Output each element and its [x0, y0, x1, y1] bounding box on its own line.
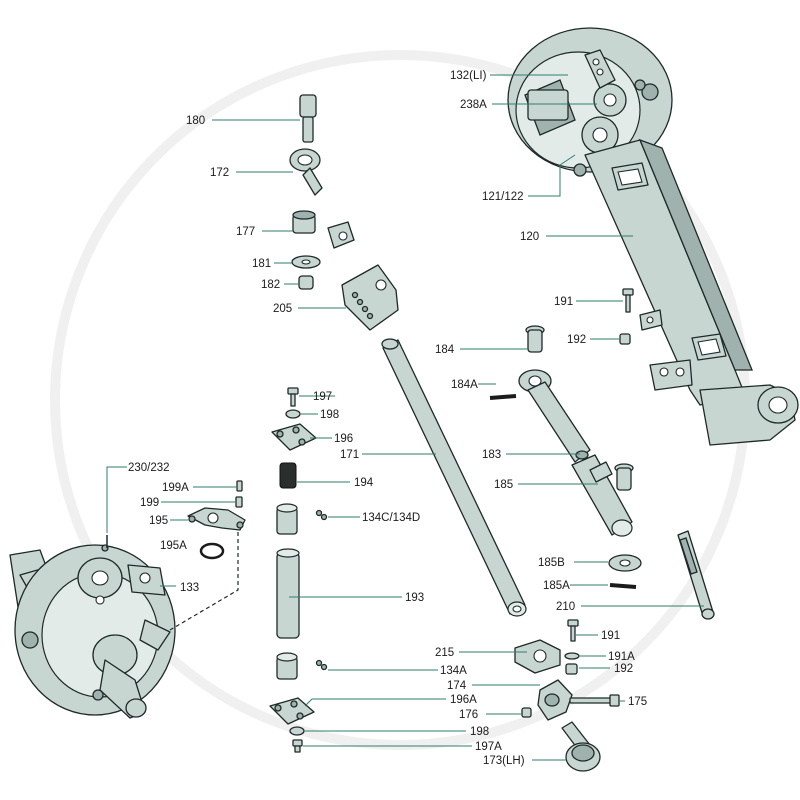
rubber-194 — [279, 462, 297, 489]
clamp-215 — [514, 639, 561, 674]
washer-198-top — [285, 409, 301, 419]
clamp-plate-196a — [269, 697, 315, 725]
bolt-197 — [287, 387, 299, 407]
hub-assembly-133 — [9, 535, 176, 719]
bolt-191-top — [622, 288, 634, 313]
label-121-122: 121/122 — [482, 191, 524, 203]
rod-210 — [677, 530, 715, 620]
label-185: 185 — [494, 479, 513, 491]
label-134c-134d: 134C/134D — [362, 512, 420, 524]
cylinder-185 — [571, 454, 633, 537]
label-184a: 184A — [451, 379, 478, 391]
clamp-205 — [341, 264, 399, 331]
label-194: 194 — [354, 477, 374, 489]
cylinder-183 — [518, 369, 591, 463]
washer-185b — [608, 554, 642, 572]
bushing-134c — [276, 503, 328, 535]
label-198-bottom: 198 — [470, 726, 489, 738]
label-192-bottom: 192 — [614, 663, 633, 675]
label-174: 174 — [447, 680, 467, 692]
brake-drum-assembly-132 — [507, 27, 673, 177]
tie-rod-end-172 — [289, 148, 323, 196]
bolt-191-bottom — [567, 619, 579, 642]
part-labels: 180 172 177 181 182 205 132(LI) 238A 121… — [128, 70, 647, 767]
label-184: 184 — [435, 344, 455, 356]
label-199a: 199A — [162, 482, 189, 494]
label-191a: 191A — [608, 651, 635, 663]
label-193: 193 — [405, 592, 424, 604]
pin-185 — [614, 463, 634, 491]
o-ring-195a — [199, 542, 225, 560]
label-183: 183 — [482, 449, 501, 461]
label-192-top: 192 — [567, 334, 586, 346]
fitting-199 — [235, 496, 243, 508]
label-172: 172 — [210, 167, 229, 179]
label-185b: 185B — [538, 557, 565, 569]
label-238a: 238A — [460, 99, 487, 111]
label-210: 210 — [556, 601, 575, 613]
label-195a: 195A — [160, 540, 187, 552]
dashed-connector — [169, 525, 239, 631]
label-199: 199 — [140, 497, 159, 509]
label-177: 177 — [236, 226, 255, 238]
sleeve-193 — [276, 548, 300, 639]
nut-176 — [521, 707, 532, 718]
bolt-197a — [292, 739, 303, 753]
label-132li: 132(LI) — [450, 70, 487, 82]
label-134a: 134A — [440, 665, 467, 677]
label-181: 181 — [252, 258, 271, 270]
leader-lines — [106, 74, 704, 761]
clamp-174 — [537, 679, 573, 721]
label-182: 182 — [261, 279, 280, 291]
nut-182 — [298, 275, 314, 290]
label-133: 133 — [180, 582, 199, 594]
label-197: 197 — [313, 391, 332, 403]
label-191-top: 191 — [554, 296, 573, 308]
spring-pin-185a — [609, 583, 637, 589]
washer-191a — [564, 652, 580, 660]
washer-181 — [291, 255, 321, 269]
label-171: 171 — [340, 449, 359, 461]
label-197a: 197A — [475, 741, 502, 753]
label-198-top: 198 — [320, 409, 339, 421]
clamp-plate-196 — [271, 423, 317, 451]
label-230-232: 230/232 — [128, 462, 170, 474]
washer-198-bottom — [289, 726, 305, 736]
label-175: 175 — [628, 696, 647, 708]
nut-192-bottom — [565, 663, 578, 675]
label-196: 196 — [334, 433, 353, 445]
bushing-134a — [276, 652, 328, 680]
bushing-177 — [292, 210, 355, 249]
label-173lh: 173(LH) — [483, 755, 525, 767]
axle-beam-120 — [584, 138, 799, 446]
label-191-bottom: 191 — [601, 630, 620, 642]
pin-180 — [299, 94, 317, 143]
tie-rod-end-173 — [561, 721, 601, 772]
grease-nipple-199a — [236, 480, 243, 492]
nut-192-top — [619, 333, 631, 345]
label-180: 180 — [186, 115, 205, 127]
label-196a: 196A — [450, 694, 477, 706]
label-120: 120 — [520, 231, 539, 243]
label-195: 195 — [149, 515, 168, 527]
pin-184 — [525, 325, 545, 353]
arm-195 — [187, 507, 246, 531]
spring-pin-184a — [489, 394, 517, 400]
label-215: 215 — [435, 647, 454, 659]
tube-171 — [381, 338, 527, 617]
label-176: 176 — [459, 709, 478, 721]
label-185a: 185A — [543, 580, 570, 592]
label-205: 205 — [273, 303, 292, 315]
